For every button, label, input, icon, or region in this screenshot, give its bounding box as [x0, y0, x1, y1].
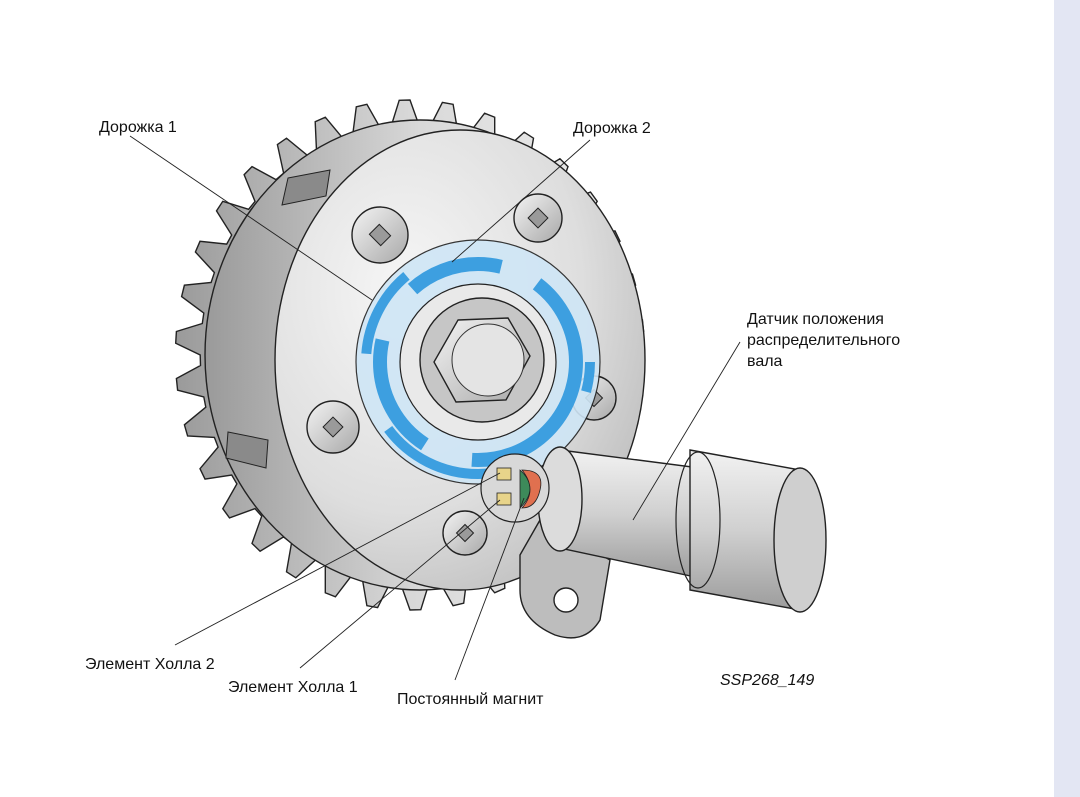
- figure-code: SSP268_149: [720, 672, 815, 689]
- label-track-1: Дорожка 1: [99, 119, 177, 136]
- diagram-figure: Дорожка 1 Дорожка 2 Датчик положения рас…: [85, 99, 947, 708]
- label-hall-element-1: Элемент Холла 1: [228, 679, 358, 696]
- hub-slot: [225, 431, 269, 469]
- diagram-canvas: [129, 99, 827, 681]
- label-permanent-magnet: Постоянный магнит: [397, 691, 544, 708]
- torx-bolt-icon: [306, 400, 360, 454]
- leader-track-2: [451, 139, 591, 263]
- leader-lines: [129, 135, 741, 681]
- label-camshaft-sensor-line-1: Датчик положения: [747, 311, 884, 328]
- label-camshaft-sensor-line-3: вала: [747, 353, 783, 370]
- track-2-segments: [361, 245, 595, 479]
- torx-bolt-icon: [351, 206, 409, 264]
- leader-sensor: [632, 341, 741, 521]
- label-camshaft-sensor-line-2: распределительного: [747, 332, 901, 349]
- torx-bolt-icon: [513, 193, 563, 243]
- track-1-segments: [373, 257, 583, 467]
- leader-hall-1: [299, 499, 501, 669]
- leader-track-1: [129, 135, 373, 301]
- label-hall-element-2: Элемент Холла 2: [85, 656, 215, 673]
- side-strip: [1054, 0, 1080, 797]
- camshaft-sensor-icon: [519, 446, 827, 639]
- leader-hall-2: [174, 472, 501, 646]
- hex-bolt-icon: [419, 297, 545, 423]
- label-track-2: Дорожка 2: [573, 120, 651, 137]
- torx-bolt-icon: [442, 510, 488, 556]
- permanent-magnet-icon: [519, 469, 542, 509]
- label-camshaft-sensor: Датчик положения распределительного вала: [747, 309, 947, 372]
- leader-magnet: [454, 497, 525, 681]
- hub-slot: [281, 169, 331, 206]
